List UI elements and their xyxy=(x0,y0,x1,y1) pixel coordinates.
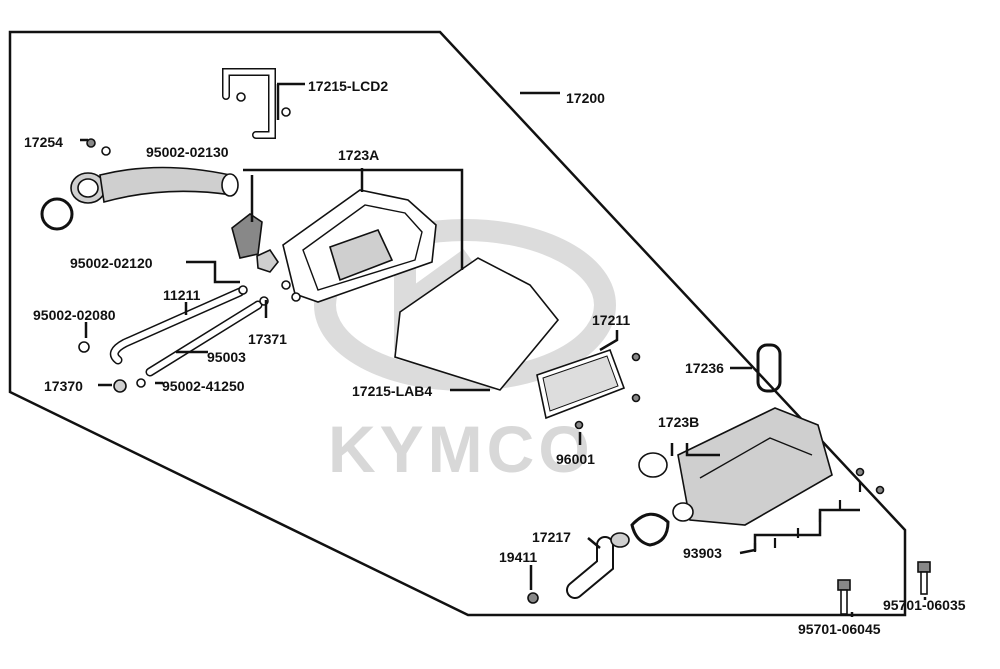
leader-lines xyxy=(80,82,927,617)
case-front-1723A xyxy=(281,189,437,303)
label-17211: 17211 xyxy=(592,312,630,328)
assembly-boundary xyxy=(8,30,907,617)
label-17215-LAB4: 17215-LAB4 xyxy=(352,383,432,399)
screw-17254 xyxy=(86,138,96,148)
clip-95002-02120 xyxy=(238,285,248,295)
label-17215-LCD2: 17215-LCD2 xyxy=(308,78,388,94)
label-1723B: 1723B xyxy=(658,414,699,430)
watermark-text: KYMCO xyxy=(328,412,594,486)
label-95701-06035: 95701-06035 xyxy=(883,597,966,613)
label-19411: 19411 xyxy=(499,549,537,565)
label-1723A: 1723A xyxy=(338,147,379,163)
bolt-95701-06045 xyxy=(837,579,851,615)
plug-17370 xyxy=(113,379,127,393)
clamp-and-pipe xyxy=(566,512,670,599)
label-17370: 17370 xyxy=(44,378,83,394)
bolt-95701-06035 xyxy=(917,561,931,595)
label-95701-06045: 95701-06045 xyxy=(798,621,881,637)
clip-95002-02130 xyxy=(101,146,111,156)
clip-19411 xyxy=(527,592,539,604)
label-17217: 17217 xyxy=(532,529,571,545)
label-17254: 17254 xyxy=(24,134,63,150)
filter-element xyxy=(394,257,560,391)
label-17236: 17236 xyxy=(685,360,724,376)
clip-95002-02080 xyxy=(78,341,90,353)
label-11211: 11211 xyxy=(163,287,201,303)
label-96001: 96001 xyxy=(556,451,595,467)
clip-95002-41250 xyxy=(136,378,146,388)
filter-frame-17211 xyxy=(536,348,641,430)
label-95002-41250: 95002-41250 xyxy=(162,378,245,394)
grommet xyxy=(256,248,279,273)
label-95003: 95003 xyxy=(207,349,246,365)
seal-rubber xyxy=(231,213,263,259)
label-17371: 17371 xyxy=(248,331,287,347)
case-rear-1723B xyxy=(638,407,885,526)
breather-hose xyxy=(222,68,291,139)
gasket-17236 xyxy=(756,343,782,393)
intake-duct xyxy=(40,166,239,231)
label-93903: 93903 xyxy=(683,545,722,561)
label-17200: 17200 xyxy=(566,90,605,106)
kymco-watermark: KYMCO xyxy=(314,219,616,486)
label-95002-02080: 95002-02080 xyxy=(33,307,116,323)
label-95002-02130: 95002-02130 xyxy=(146,144,229,160)
label-95002-02120: 95002-02120 xyxy=(70,255,153,271)
